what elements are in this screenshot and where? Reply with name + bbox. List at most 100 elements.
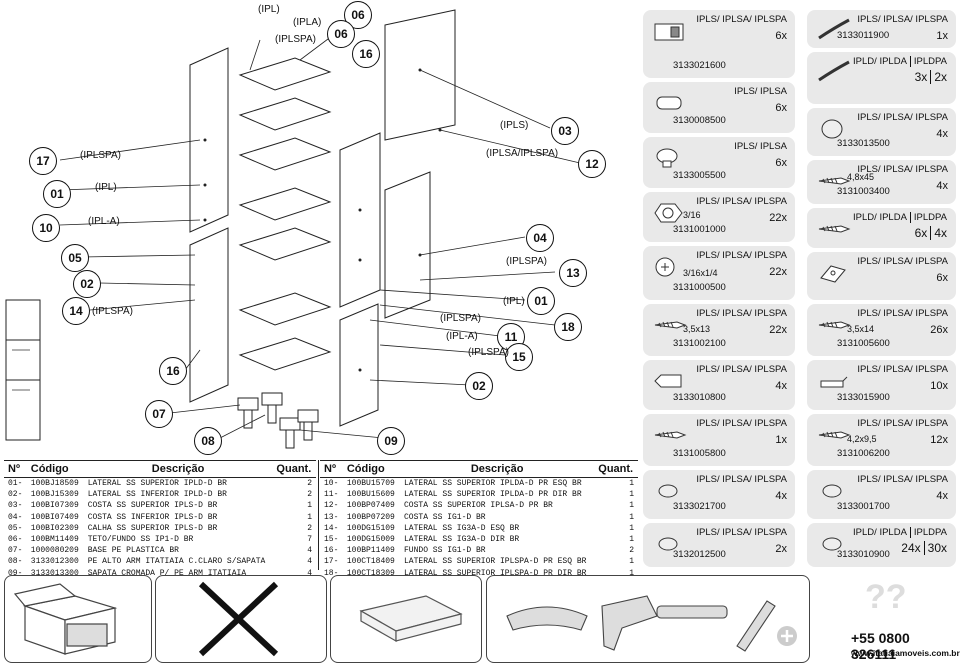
part-number-17: 17 <box>29 147 57 175</box>
cell-code: 100BI07309 <box>30 501 79 511</box>
cell-qty: 7 <box>307 535 312 545</box>
part-number-14: 14 <box>62 297 90 325</box>
packaging-box <box>4 575 152 663</box>
model-list: IPLS/ IPLSA/ IPLSPA <box>857 256 948 267</box>
cell-desc: CALHA SS SUPERIOR IPLS-D BR <box>87 523 218 533</box>
quantity-value: 4x <box>936 180 948 192</box>
quantity-value: 6x <box>914 226 928 240</box>
long-screw-icon <box>818 225 851 233</box>
hardware-card: IPLS/ IPLSA/ IPLSPA 6x <box>807 252 956 300</box>
back-panel-upper <box>384 9 456 141</box>
quantity-value: 6x <box>936 272 948 284</box>
cell-code: 100BM11409 <box>30 535 79 545</box>
quantity-value: 22x <box>769 266 787 278</box>
model-list: IPLS/ IPLSA/ IPLSPA <box>857 164 948 175</box>
model-label: (IPLA) <box>293 17 322 28</box>
part-number-08: 08 <box>194 427 222 455</box>
model-label: (IPL) <box>258 4 280 15</box>
cell-desc: LATERAL SS SUPERIOR IPLDA-D PR ESQ BR <box>403 479 582 488</box>
quantity-value: 4x <box>930 226 950 240</box>
size-label: 4,2x9,5 <box>847 434 877 444</box>
part-number-12: 12 <box>578 150 606 178</box>
foot <box>237 397 259 411</box>
cell-qty: 1 <box>629 490 634 500</box>
drill-icon <box>601 595 658 651</box>
quantity-value: 10x <box>930 380 948 392</box>
model-split-label: IPLDPA <box>909 56 950 67</box>
cell-desc: COSTA SS SUPERIOR IPLS-D BR <box>87 501 218 511</box>
size-label: 3,5x14 <box>847 324 875 334</box>
model-split-label: IPLD/ IPLDA <box>853 56 907 67</box>
part-number-16: 16 <box>352 40 380 68</box>
website-link[interactable]: www.itatiaiamoveis.com.br <box>851 648 960 658</box>
cell-qty: 1 <box>307 512 312 522</box>
bracket-icon <box>820 265 846 283</box>
tools-icons <box>506 595 797 652</box>
model-label: (IPLS) <box>500 120 529 131</box>
part-code: 3133021600 <box>673 60 726 71</box>
quantity-value: 6x <box>775 30 787 42</box>
foot <box>279 417 301 431</box>
screw-icon <box>818 431 851 439</box>
model-list: IPLS/ IPLSA/ IPLSPA <box>857 112 948 123</box>
column-header-description: Descrição <box>399 461 595 478</box>
part-code: 3133010900 <box>837 549 890 560</box>
quantity-value: 6x <box>775 157 787 169</box>
cell-qty: 2 <box>307 479 312 488</box>
question-icon: ?? <box>865 578 907 616</box>
cell-qty: 4 <box>307 568 312 578</box>
model-label: (IPLSPA) <box>440 313 481 324</box>
cell-code: 100BI02309 <box>30 523 79 533</box>
part-code: 3133011900 <box>837 30 890 41</box>
quantity-value: 22x <box>769 324 787 336</box>
size-label: 4,8x45 <box>847 172 875 182</box>
part-number-04: 04 <box>526 224 554 252</box>
cell-desc: LATERAL SS IG3A-D DIR BR <box>403 535 520 545</box>
cell-num: 02- <box>8 490 23 500</box>
strip-icon <box>818 60 850 82</box>
cell-num: 18- <box>324 568 339 578</box>
cell-desc: TETO/FUNDO SS IP1-D BR <box>87 535 194 545</box>
cell-qty: 2 <box>307 490 312 500</box>
parts-table-left: Nº Código Descrição Quant. 01-100BJ18509… <box>4 460 316 578</box>
cell-qty: 1 <box>629 568 634 578</box>
cell-code: 100CT18309 <box>346 568 395 578</box>
right-side-panel <box>339 132 381 308</box>
cell-desc: PE ALTO ARM ITATIAIA C.CLARO S/SAPATA <box>87 557 266 567</box>
part-number-18: 18 <box>554 313 582 341</box>
cell-num: 16- <box>324 546 339 556</box>
part-number-07: 07 <box>145 400 173 428</box>
part-code: 3133015900 <box>837 392 890 403</box>
quantity-value: 3x <box>914 70 928 84</box>
parts-table-right: Nº Código Descrição Quant. 10-100BU15709… <box>320 460 638 578</box>
wall-plug-icon <box>654 374 682 388</box>
foot <box>243 409 253 429</box>
level-icon <box>656 605 728 619</box>
shelf <box>238 137 332 171</box>
cell-code: 100DG15009 <box>346 535 395 545</box>
nut-icon <box>654 203 683 223</box>
support-box: ?? +55 0800 326111 www.itatiaiamoveis.co… <box>812 575 960 663</box>
support-phone[interactable]: +55 0800 326111 <box>851 630 910 662</box>
quantity-value: 22x <box>769 212 787 224</box>
long-screw-icon <box>818 177 851 185</box>
